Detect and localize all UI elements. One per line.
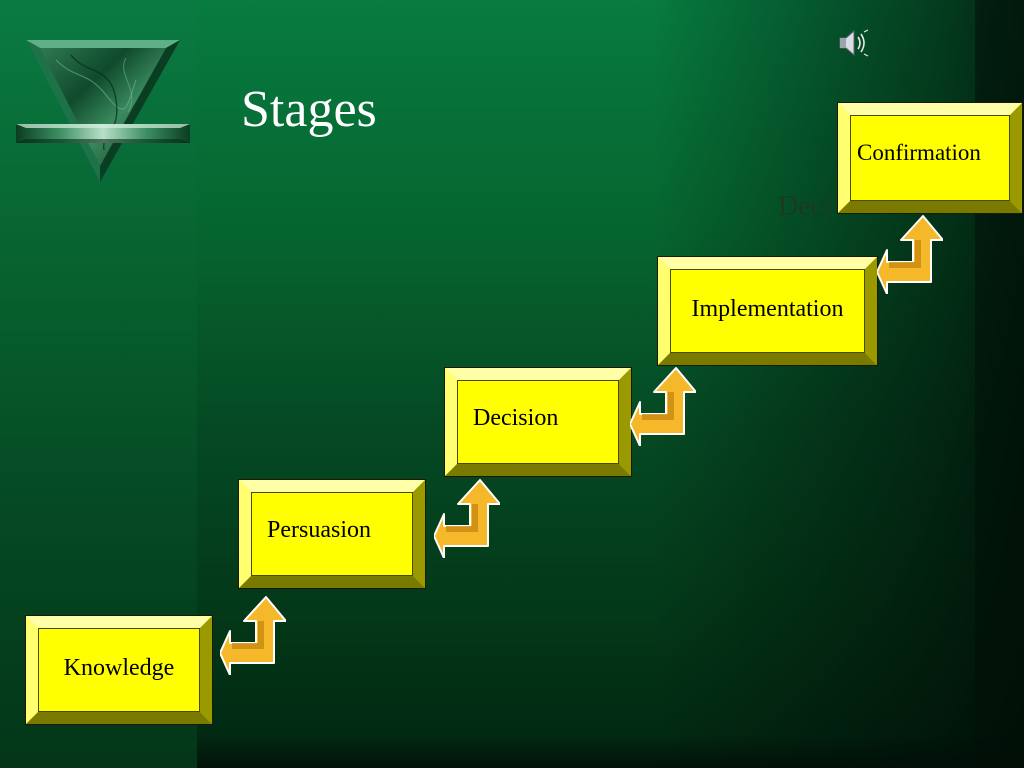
bottom-shade: [197, 735, 1024, 768]
box-bevel: [239, 480, 251, 588]
stage-label: Decision: [457, 380, 619, 464]
box-bevel: [658, 257, 670, 365]
faint-background-text: Deci: [778, 191, 831, 222]
box-bevel: [1010, 103, 1022, 213]
stage-label: Implementation: [670, 269, 865, 353]
box-bevel: [838, 201, 1022, 213]
stage-box-knowledge: Knowledge: [25, 615, 213, 725]
box-bevel: [26, 712, 212, 724]
box-bevel: [619, 368, 631, 476]
box-bevel: [838, 103, 1022, 115]
stage-box-persuasion: Persuasion: [238, 479, 426, 589]
speaker-sound-icon[interactable]: [836, 26, 870, 60]
bent-up-arrow-icon: [434, 479, 500, 558]
box-bevel: [658, 353, 877, 365]
box-bevel: [239, 480, 425, 492]
box-bevel: [239, 576, 425, 588]
box-bevel: [445, 368, 631, 380]
bent-up-arrow-icon: [630, 367, 696, 446]
box-bevel: [838, 103, 850, 213]
box-bevel: [445, 368, 457, 476]
slide-title: Stages: [241, 81, 377, 138]
stage-box-implementation: Implementation: [657, 256, 878, 366]
stage-label: Persuasion: [251, 492, 413, 576]
stage-box-decision: Decision: [444, 367, 632, 477]
bent-up-arrow-icon: [877, 215, 943, 294]
box-bevel: [200, 616, 212, 724]
box-bevel: [658, 257, 877, 269]
box-bevel: [413, 480, 425, 588]
stage-label: Knowledge: [38, 628, 200, 712]
box-bevel: [26, 616, 38, 724]
box-bevel: [865, 257, 877, 365]
stage-box-confirmation: Confirmation: [837, 102, 1023, 214]
marble-triangle-logo-icon: [16, 40, 190, 182]
bent-up-arrow-icon: [220, 596, 286, 675]
box-bevel: [445, 464, 631, 476]
stage-label: Confirmation: [850, 115, 1010, 201]
box-bevel: [26, 616, 212, 628]
